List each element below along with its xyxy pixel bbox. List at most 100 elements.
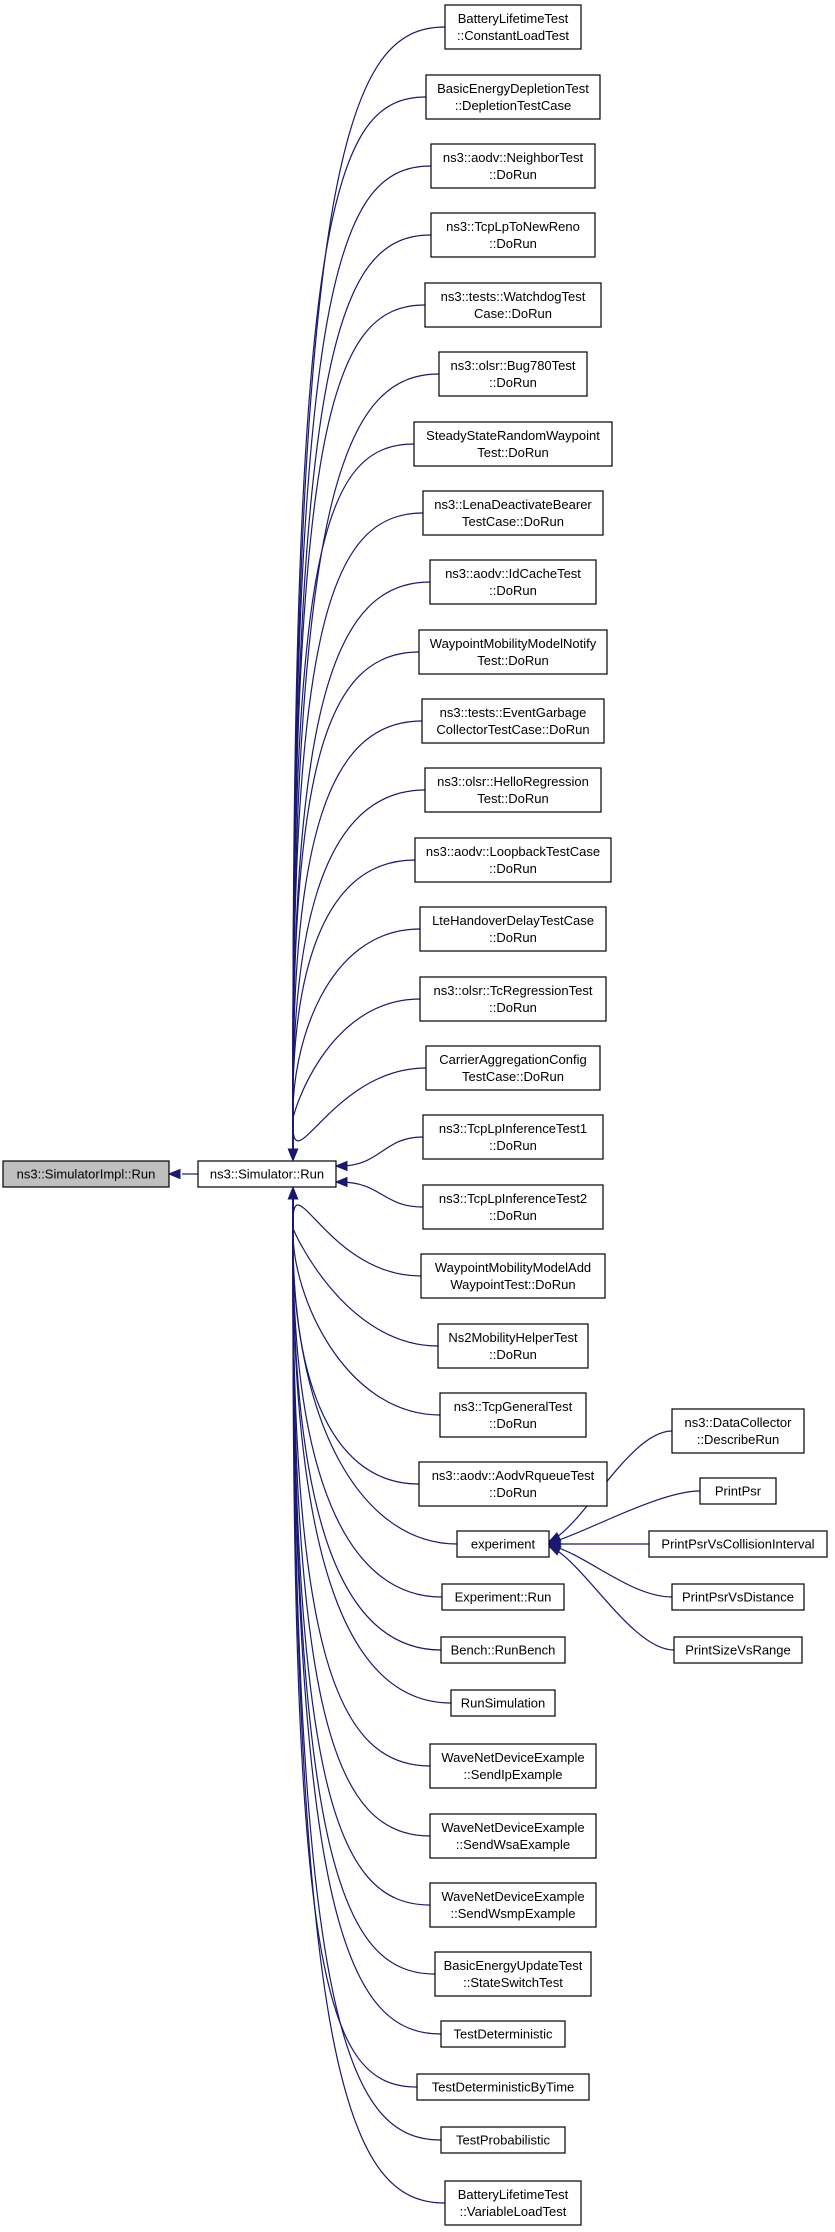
node-c28[interactable]: WaveNetDeviceExample::SendWsaExample [429,1813,597,1859]
node-label: ::DoRun [489,236,537,251]
edge-line [292,720,423,1152]
edge-c20-to-hub [287,1186,439,1347]
node-label: ::DoRun [489,1138,537,1153]
node-label: ns3::LenaDeactivateBearer [434,497,592,512]
node-box [2,1160,170,1188]
node-label: Ns2MobilityHelperTest [448,1330,578,1345]
node-label: ::DoRun [489,930,537,945]
node-label: BatteryLifetimeTest [458,2187,569,2202]
node-c6[interactable]: ns3::olsr::Bug780Test::DoRun [438,351,588,397]
node-c25[interactable]: Bench::RunBench [440,1636,566,1664]
edge-line [292,96,427,1152]
node-label: ns3::tests::EventGarbage [440,705,587,720]
node-box [671,1408,805,1454]
node-c9[interactable]: ns3::aodv::IdCacheTest::DoRun [429,559,597,605]
nodes-layer: ns3::SimulatorImpl::Run ns3::Simulator::R… [2,4,828,2226]
edge-c9-to-hub [287,581,431,1162]
node-label: ns3::DataCollector [685,1415,793,1430]
node-e3[interactable]: PrintPsrVsCollisionInterval [648,1530,828,1558]
node-c4[interactable]: ns3::TcpLpToNewReno::DoRun [430,212,596,258]
node-c31[interactable]: TestDeterministic [440,2020,566,2048]
node-box [422,1184,604,1230]
edge-line [292,789,426,1152]
node-box [441,1583,565,1611]
node-c26[interactable]: RunSimulation [450,1689,556,1717]
node-c14[interactable]: LteHandoverDelayTestCase::DoRun [419,906,607,952]
node-c29[interactable]: WaveNetDeviceExample::SendWsmpExample [429,1882,597,1928]
node-c23[interactable]: experiment [456,1530,550,1558]
node-label: ::DoRun [489,1000,537,1015]
node-label: WaypointMobilityModelAdd [435,1260,591,1275]
node-simimpl_run[interactable]: ns3::SimulatorImpl::Run [2,1160,170,1188]
node-c17[interactable]: ns3::TcpLpInferenceTest1::DoRun [422,1114,604,1160]
node-c27[interactable]: WaveNetDeviceExample::SendIpExample [429,1743,597,1789]
node-e5[interactable]: PrintSizeVsRange [673,1636,803,1664]
node-box [429,1813,597,1859]
node-c20[interactable]: Ns2MobilityHelperTest::DoRun [437,1323,589,1369]
node-c22[interactable]: ns3::aodv::AodvRqueueTest::DoRun [418,1461,608,1507]
edge-arrowhead [287,1186,299,1200]
node-label: ::StateSwitchTest [463,1975,563,1990]
node-c30[interactable]: BasicEnergyUpdateTest::StateSwitchTest [434,1951,592,1997]
node-label: ns3::SimulatorImpl::Run [17,1167,156,1182]
edge-c11-to-hub [287,720,423,1162]
node-label: ns3::aodv::IdCacheTest [445,566,581,581]
node-c18[interactable]: ns3::TcpLpInferenceTest2::DoRun [422,1184,604,1230]
edge-arrowhead [167,1168,181,1180]
node-e1[interactable]: ns3::DataCollector::DescribeRun [671,1408,805,1454]
node-label: ::ConstantLoadTest [457,28,569,43]
node-label: ::DoRun [489,1485,537,1500]
node-label: ns3::TcpLpInferenceTest1 [439,1121,587,1136]
edge-arrowhead [287,1148,299,1162]
node-c1[interactable]: BatteryLifetimeTest::ConstantLoadTest [444,4,582,50]
node-label: WaypointMobilityModelNotify [430,636,597,651]
node-e2[interactable]: PrintPsr [699,1477,777,1505]
edge-hub-to-root [167,1168,198,1180]
node-c15[interactable]: ns3::olsr::TcRegressionTest::DoRun [419,976,607,1022]
edge-line [292,1196,441,1416]
edge-c6-to-hub [287,373,440,1162]
node-box [648,1530,828,1558]
edge-line [292,165,432,1152]
node-label: ns3::TcpLpToNewReno [446,219,580,234]
node-c24[interactable]: Experiment::Run [441,1583,565,1611]
node-label: ::SendWsmpExample [451,1906,576,1921]
node-box [429,559,597,605]
node-label: ::DoRun [489,375,537,390]
node-c11[interactable]: ns3::tests::EventGarbageCollectorTestCas… [421,698,605,744]
node-label: ::DoRun [489,861,537,876]
node-label: BasicEnergyDepletionTest [437,81,589,96]
node-label: Test::DoRun [477,791,549,806]
node-e4[interactable]: PrintPsrVsDistance [671,1583,805,1611]
node-c21[interactable]: ns3::TcpGeneralTest::DoRun [439,1392,587,1438]
node-c19[interactable]: WaypointMobilityModelAddWaypointTest::Do… [420,1253,606,1299]
edge-c14-to-hub [287,928,421,1162]
node-c34[interactable]: BatteryLifetimeTest::VariableLoadTest [444,2180,582,2226]
node-box [419,906,607,952]
node-box [699,1477,777,1505]
node-c13[interactable]: ns3::aodv::LoopbackTestCase::DoRun [414,837,612,883]
edge-line [292,512,424,1152]
node-c33[interactable]: TestProbabilistic [440,2126,566,2154]
node-c32[interactable]: TestDeterministicByTime [416,2073,590,2101]
node-c2[interactable]: BasicEnergyDepletionTest::DepletionTestC… [425,74,601,120]
node-label: ::SendWsaExample [456,1837,570,1852]
node-label: WaveNetDeviceExample [441,1889,584,1904]
edge-line [554,1548,675,1651]
node-label: PrintPsrVsDistance [682,1590,794,1605]
edge-c13-to-hub [287,859,416,1162]
node-label: TestDeterministicByTime [432,2080,575,2095]
node-simulator_run[interactable]: ns3::Simulator::Run [197,1160,337,1188]
edge-e3-to-experiment [547,1538,649,1550]
node-c3[interactable]: ns3::aodv::NeighborTest::DoRun [430,143,596,189]
node-box [438,351,588,397]
edge-line [554,1546,673,1598]
edge-c25-to-hub [287,1186,442,1651]
edge-line [292,443,415,1152]
